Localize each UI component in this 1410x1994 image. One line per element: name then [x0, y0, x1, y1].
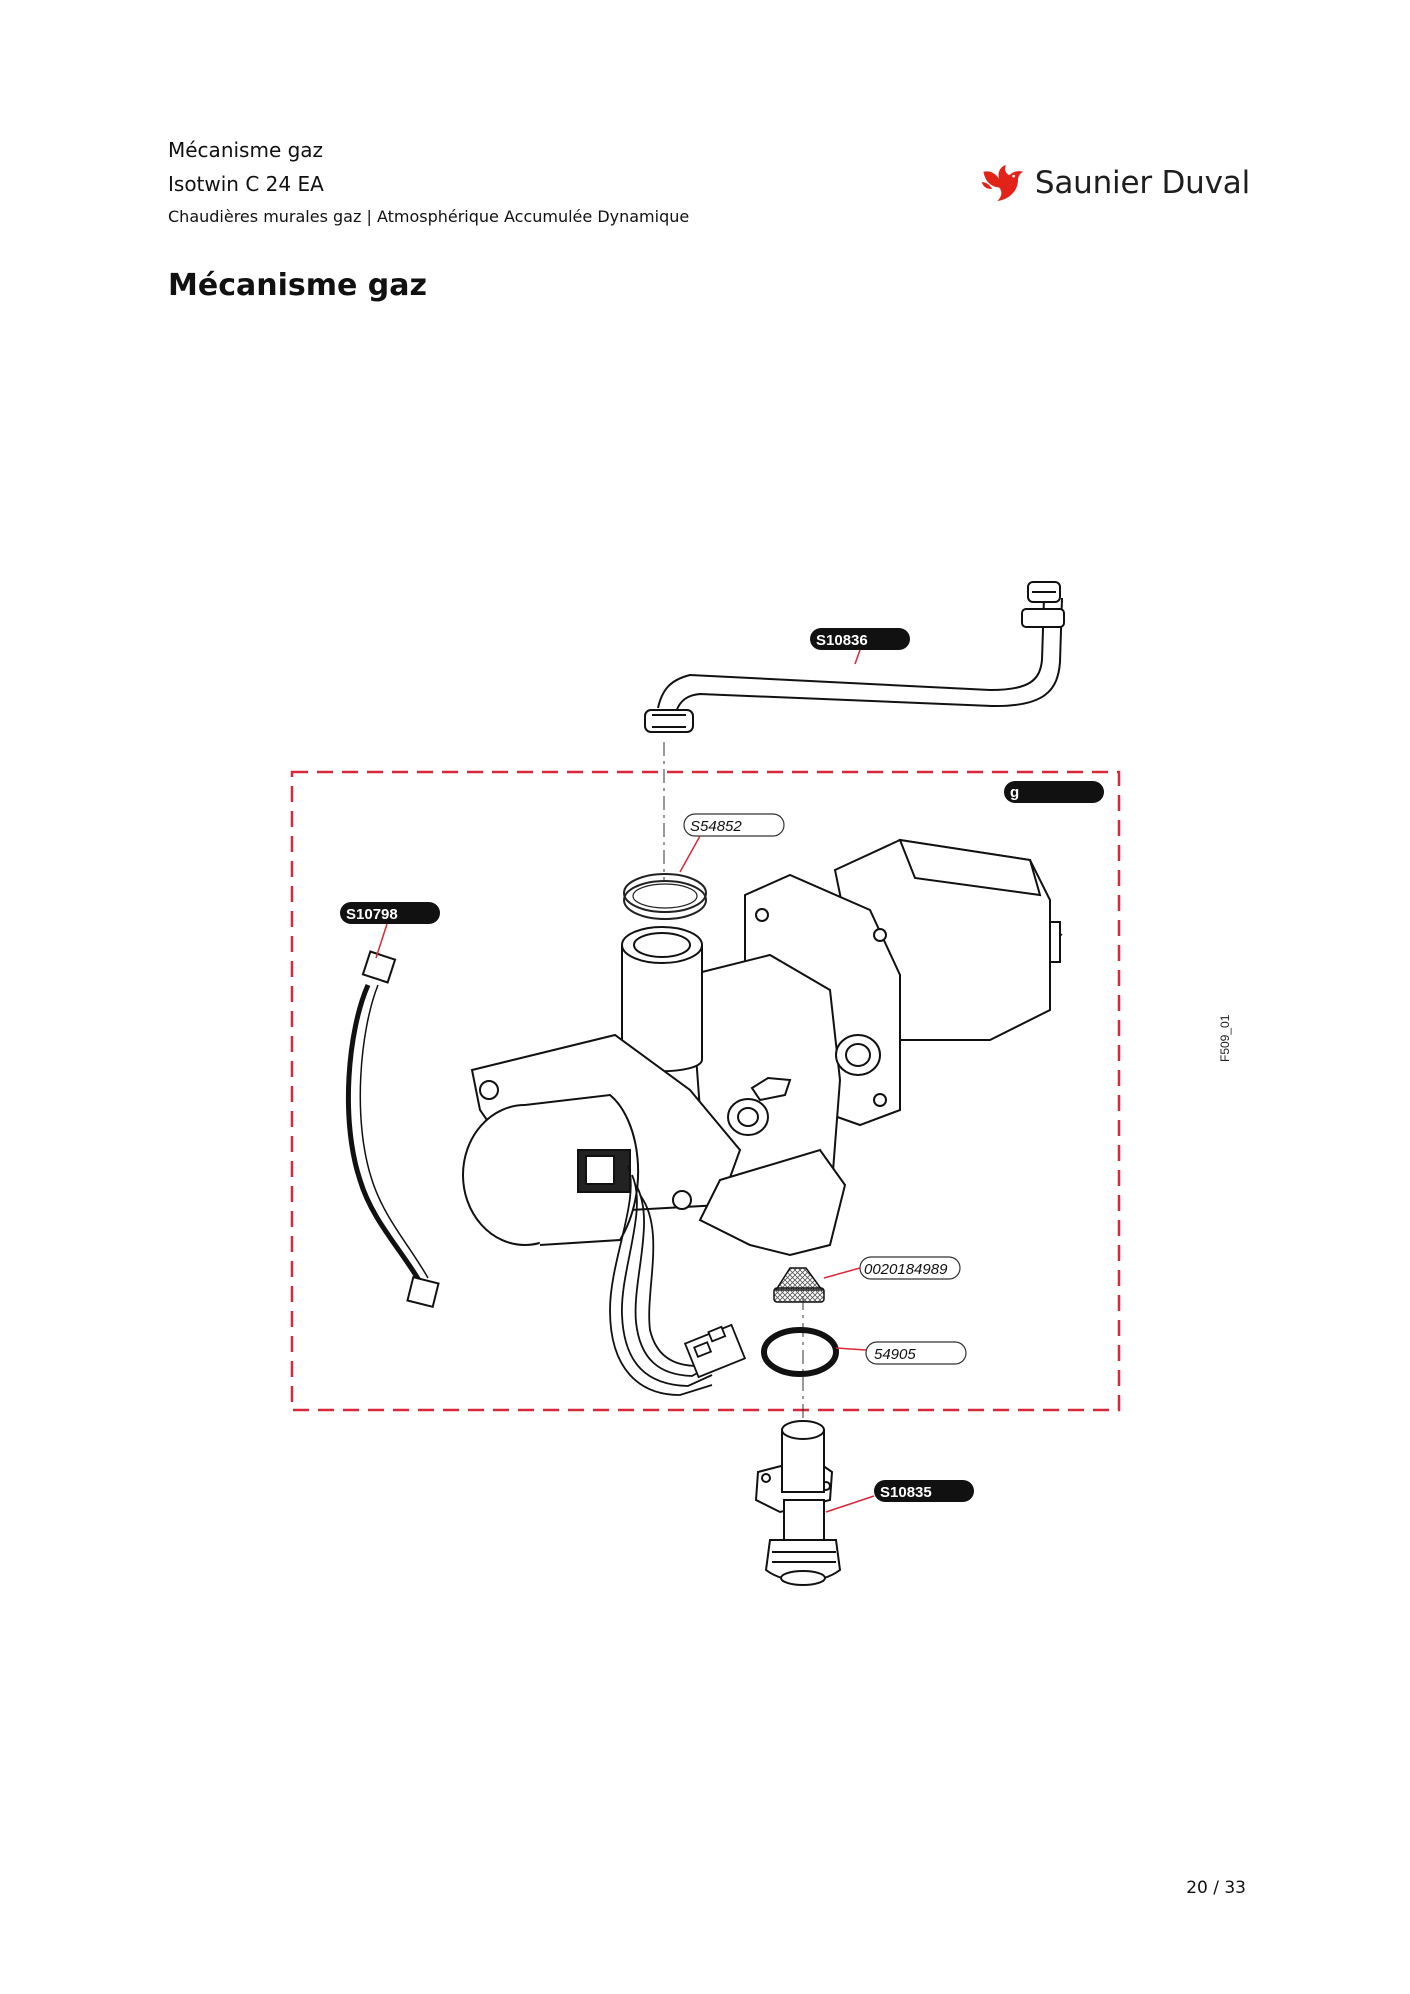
gas-filter-part [773, 1267, 825, 1303]
callout-0020184989: 0020184989 [823, 1256, 961, 1280]
gas-inlet-fitting [754, 1420, 842, 1586]
page-number: 20 / 33 [1186, 1878, 1246, 1898]
electrical-cable-part [345, 950, 440, 1309]
o-ring-s54852 [623, 873, 707, 920]
callout-label-s10836: S10836 [816, 632, 868, 649]
gas-pipe-part [644, 581, 1065, 733]
motor-wire-harness [609, 1164, 747, 1396]
callout-label-g: g [1010, 784, 1019, 801]
callout-s10798: S10798 [340, 902, 440, 959]
header-category: Chaudières murales gaz | Atmosphérique A… [168, 207, 690, 226]
callout-label-0020184989: 0020184989 [864, 1261, 948, 1278]
document-header: Mécanisme gaz Isotwin C 24 EA Chaudières… [168, 133, 868, 233]
callout-label-s54852: S54852 [690, 818, 742, 835]
o-ring-54905 [761, 1327, 839, 1377]
brand-logo: Saunier Duval [980, 160, 1250, 206]
callout-g: g [1004, 781, 1104, 803]
callout-label-s10798: S10798 [346, 906, 398, 923]
header-section-name: Mécanisme gaz [168, 138, 324, 162]
callout-s54852: S54852 [679, 813, 785, 873]
callout-54905: 54905 [835, 1341, 967, 1365]
assembly-group-border [290, 770, 1121, 1412]
callout-label-54905: 54905 [874, 1346, 916, 1363]
gas-valve-body [462, 838, 1063, 1257]
header-product-name: Isotwin C 24 EA [168, 172, 324, 196]
callout-s10836: S10836 [810, 628, 910, 665]
callout-s10835: S10835 [825, 1480, 974, 1513]
page-title: Mécanisme gaz [168, 268, 427, 303]
callout-label-s10835: S10835 [880, 1484, 932, 1501]
figure-code: F509_01 [1218, 1014, 1232, 1062]
bird-logo-icon [981, 164, 1024, 202]
brand-name: Saunier Duval [1034, 165, 1250, 201]
